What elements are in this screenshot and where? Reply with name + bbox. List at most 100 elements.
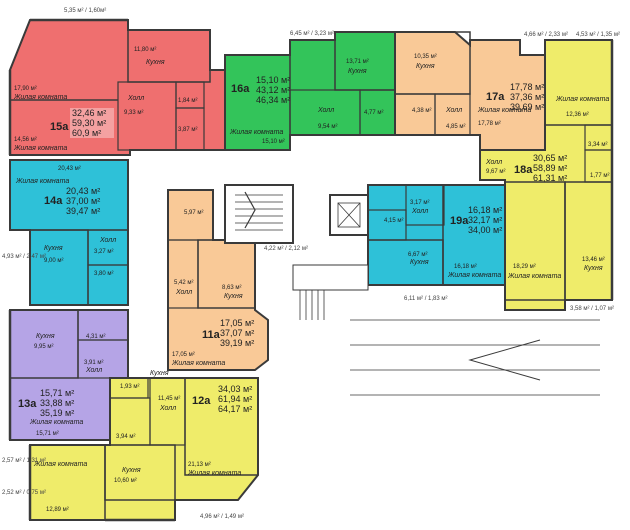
room-area: 1,77 м² (590, 173, 609, 179)
room-label: Холл (175, 289, 192, 296)
apartment-13a[interactable]: Кухня 4,31 м² 9,95 м² 3,91 м² Холл Жилая… (9, 309, 129, 441)
room-area: 17,78 м² (478, 121, 501, 127)
room-area: 3,34 м² (588, 142, 607, 148)
elevator-icon (337, 202, 361, 228)
apartment-living-area: 30,65 м² (533, 153, 567, 163)
room-area: 4,38 м² (412, 108, 431, 114)
room-area: 3,91 м² (84, 360, 103, 366)
room-label: Холл (159, 405, 176, 412)
room-label: Холл (317, 107, 334, 114)
corridor (292, 264, 369, 291)
room-label: Жилая комната (447, 272, 501, 279)
room-label: Жилая комната (15, 178, 69, 185)
apartment-total-area: 37,07 м² (220, 328, 254, 338)
apartment-info-box (70, 108, 114, 138)
room-area: 9,33 м² (124, 110, 143, 116)
room-area: 5,42 м² (174, 280, 193, 286)
apartment-total-area-balcony: 46,34 м² (256, 95, 290, 105)
apartment-total-area: 58,89 м² (533, 163, 567, 173)
balcony-area-label: 6,45 м² / 3,23 м² (290, 31, 334, 37)
apartment-15a[interactable]: 11,80 м² Кухня Холл 9,33 м² 1,84 м² 3,87… (9, 19, 226, 156)
apartment-total-area-balcony: 39,19 м² (220, 338, 254, 348)
apartment-total-area-balcony: 64,17 м² (218, 404, 252, 414)
room-area: 10,60 м² (114, 478, 137, 484)
room-area: 9,67 м² (486, 169, 505, 175)
room-area: 13,71 м² (346, 59, 369, 65)
room-label: Кухня (348, 68, 367, 75)
apartment-total-area: 61,94 м² (218, 394, 252, 404)
balcony-area-label: 4,22 м² / 2,12 м² (264, 246, 308, 252)
balcony-labels: 5,35 м² / 1,60м² 6,45 м² / 3,23 м² 4,66 … (2, 8, 620, 520)
room-area: 6,67 м² (408, 252, 427, 258)
apartment-living-area: 32,46 м² (72, 108, 106, 118)
apartment-19a[interactable]: 3,17 м² Холл 4,15 м² 6,67 м² Кухня 16,18… (367, 184, 506, 286)
apartment-total-area: 37,36 м² (510, 92, 544, 102)
stair-icon (299, 290, 325, 320)
balcony-area-label: 6,11 м² / 1,83 м² (404, 296, 448, 302)
room-area: 3,27 м² (94, 249, 113, 255)
room-label: Жилая комната (29, 419, 83, 426)
room-hall-19a (405, 184, 445, 226)
room-area: 3,94 м² (116, 434, 135, 440)
apartment-code: 15а (50, 121, 69, 133)
room-area: 3,87 м² (178, 127, 197, 133)
room-label: Холл (99, 237, 116, 244)
apartment-total-area: 59,30 м² (72, 118, 106, 128)
apartment-16a[interactable]: 13,71 м² Кухня Холл 9,54 м² 4,77 м² Жила… (224, 31, 396, 151)
apartment-code: 16а (231, 83, 250, 95)
apartment-code: 19а (450, 215, 469, 227)
apartment-14a[interactable]: 20,43 м² Жилая комната Кухня 9,00 м² Хол… (9, 159, 129, 306)
balcony-area-label: 4,53 м² / 1,35 м² (576, 32, 620, 38)
room-label: Кухня (36, 333, 55, 340)
room-area: 3,17 м² (410, 200, 429, 206)
apartment-17a[interactable]: 10,35 м² Кухня 4,38 м² Холл 4,85 м² Жила… (394, 31, 546, 151)
apartment-code: 17а (486, 91, 505, 103)
apartment-11a[interactable]: 5,97 м² 5,42 м² Холл 8,63 м² Кухня 17,05… (167, 189, 269, 371)
balcony-area-label: 4,66 м² / 2,33 м² (524, 32, 568, 38)
room-label: Холл (85, 367, 102, 374)
room-label: Кухня (416, 63, 435, 70)
room-area: 13,46 м² (582, 257, 605, 263)
outer-walls (8, 18, 614, 522)
room-area: 12,36 м² (566, 112, 589, 118)
room-area: 18,29 м² (513, 264, 536, 270)
room-label: Кухня (122, 467, 141, 474)
apartment-living-area: 20,43 м² (66, 186, 100, 196)
room-label: Жилая комната (477, 107, 531, 114)
room-area: 8,63 м² (222, 285, 241, 291)
stair-core (224, 184, 600, 396)
apartment-code: 18а (514, 164, 533, 176)
room-bath-14a (87, 264, 129, 306)
room-area: 5,97 м² (184, 210, 203, 216)
apartment-living-area: 34,03 м² (218, 384, 252, 394)
room-area: 9,54 м² (318, 124, 337, 130)
room-kitchen-12a (104, 444, 176, 501)
apartment-total-area-balcony: 39,47 м² (66, 206, 100, 216)
balcony-area-label: 4,96 м² / 1,49 м² (200, 514, 244, 520)
apartment-18a[interactable]: Жилая комната 12,36 м² 3,34 м² 1,77 м² Х… (479, 39, 613, 311)
apartment-living-area: 15,10 м² (256, 75, 290, 85)
room-area: 4,15 м² (384, 218, 403, 224)
room-area: 17,05 м² (172, 352, 195, 358)
apartment-living-area: 17,78 м² (510, 82, 544, 92)
apartment-total-area: 32,17 м² (468, 215, 502, 225)
room-label: Жилая комната (555, 96, 609, 103)
room-area: 17,90 м² (14, 86, 37, 92)
room-label: Жилая комната (507, 273, 561, 280)
room-area: 21,13 м² (188, 462, 211, 468)
apartment-12a[interactable]: 1,93 м² Кухня 11,45 м² Холл 3,94 м² 21,1… (29, 370, 259, 521)
balcony-area-label: 2,52 м² / 0,75 м² (2, 490, 46, 496)
apartment-living-area: 17,05 м² (220, 318, 254, 328)
apartment-total-area: 33,88 м² (40, 398, 74, 408)
room-label: Кухня (410, 259, 429, 266)
room-living-19a (442, 184, 506, 286)
ramp-stair (350, 319, 600, 396)
room-label: Кухня (584, 265, 603, 272)
apartment-total-area-balcony: 60,9 м² (72, 128, 101, 138)
stair-icon (235, 191, 283, 231)
room-label: Холл (127, 95, 144, 102)
room-area: 20,43 м² (58, 166, 81, 172)
room-area: 1,93 м² (120, 384, 139, 390)
room-label: Жилая комната (229, 129, 283, 136)
room-label: Холл (485, 159, 502, 166)
